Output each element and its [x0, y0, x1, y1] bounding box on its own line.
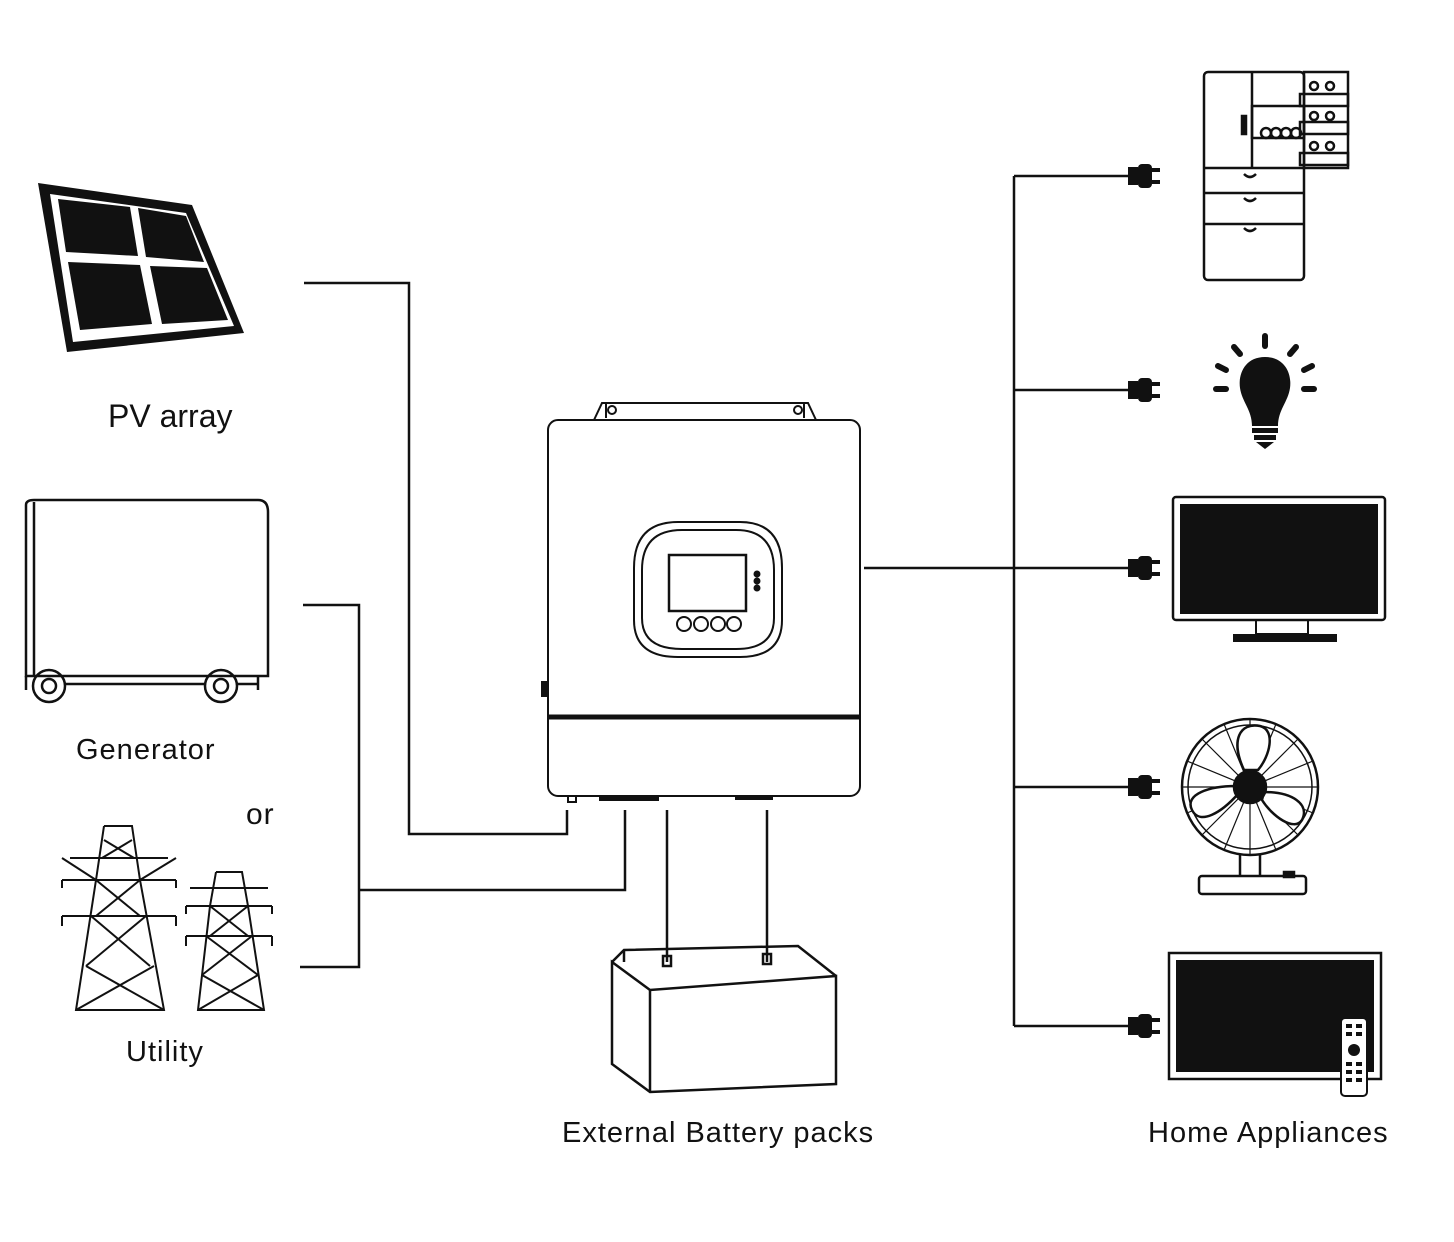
inverter-icon: [541, 402, 861, 803]
label-or: or: [246, 798, 275, 831]
label-home-appliances: Home Appliances: [1148, 1117, 1389, 1149]
plug-icon: [1128, 775, 1160, 799]
plug-icon: [1128, 1014, 1160, 1038]
light-bulb-icon: [1213, 333, 1317, 449]
fan-icon: [1180, 717, 1320, 896]
plug-icon: [1128, 378, 1160, 402]
label-utility: Utility: [126, 1036, 204, 1068]
wire-pv: [304, 281, 569, 836]
refrigerator-icon: [1202, 70, 1350, 282]
battery-icon: [610, 944, 838, 1094]
monitor-icon: [1171, 495, 1387, 642]
label-battery-packs: External Battery packs: [562, 1117, 875, 1149]
solar-panel-icon: [38, 183, 244, 352]
wire-generator: [300, 603, 361, 969]
plug-icon: [1128, 556, 1160, 580]
wire-ac-input: [359, 810, 627, 892]
plug-icon: [1128, 164, 1160, 188]
generator-icon: [24, 498, 270, 704]
wires: [300, 174, 1130, 1028]
power-tower-icon: [61, 825, 273, 1011]
television-icon: [1167, 951, 1383, 1097]
label-generator: Generator: [76, 734, 216, 766]
label-pv-array: PV array: [108, 398, 233, 434]
